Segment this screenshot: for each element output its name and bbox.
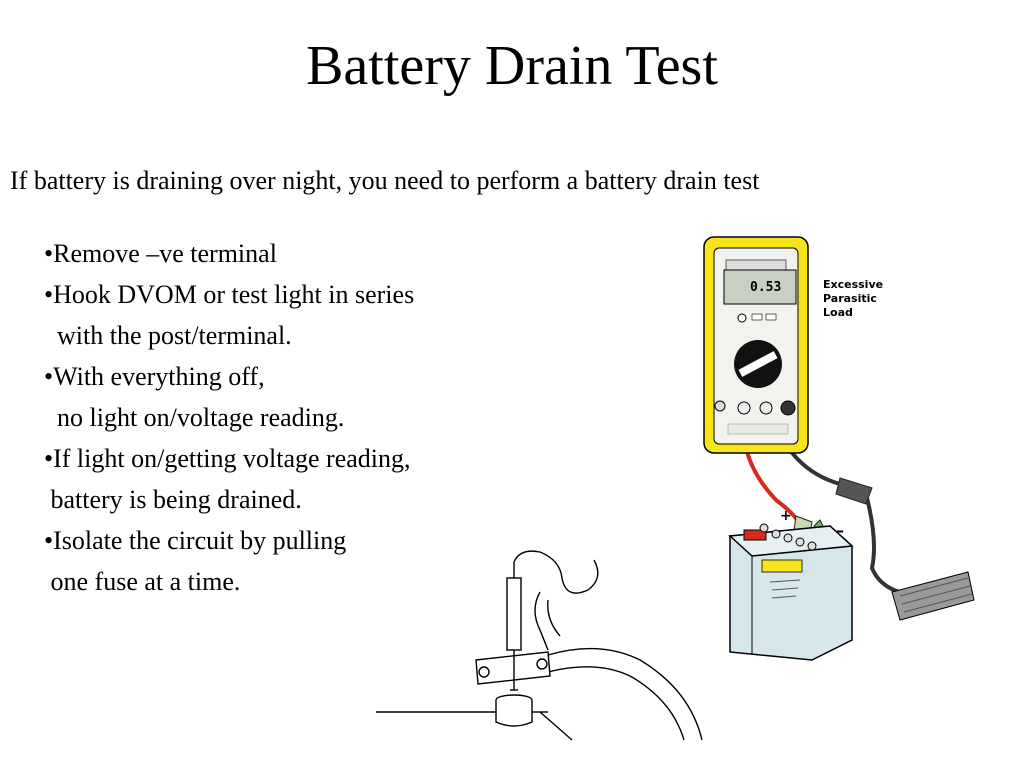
bullet-line: •Remove –ve terminal <box>44 239 277 268</box>
test-light-icon <box>376 550 703 741</box>
callout-line: Excessive <box>823 278 883 291</box>
svg-text:+: + <box>780 508 792 524</box>
battery-icon: + – <box>728 508 854 661</box>
callout-line: Parasitic <box>823 292 877 305</box>
bullet-line: •Isolate the circuit by pulling <box>44 526 347 555</box>
bullet-line: with the post/terminal. <box>44 321 292 350</box>
bullet-line: one fuse at a time. <box>44 567 241 596</box>
callout-line: Load <box>823 306 853 319</box>
bullet-line: •With everything off, <box>44 362 265 391</box>
bullet-line: battery is being drained. <box>44 485 302 514</box>
bullet-line: •Hook DVOM or test light in series <box>44 280 415 309</box>
bullet-line: •If light on/getting voltage reading, <box>44 444 411 473</box>
multimeter-icon: 0.53 <box>703 236 809 454</box>
svg-text:–: – <box>836 521 844 540</box>
bullet-line: no light on/voltage reading. <box>44 403 345 432</box>
bullet-list: •Remove –ve terminal •Hook DVOM or test … <box>44 233 564 602</box>
meter-display-reading: 0.53 <box>750 280 781 295</box>
ground-strap-icon <box>891 571 975 621</box>
slide-title: Battery Drain Test <box>306 35 718 97</box>
slide-subtitle: If battery is draining over night, you n… <box>10 166 760 195</box>
callout-label: Excessive Parasitic Load <box>823 278 883 319</box>
